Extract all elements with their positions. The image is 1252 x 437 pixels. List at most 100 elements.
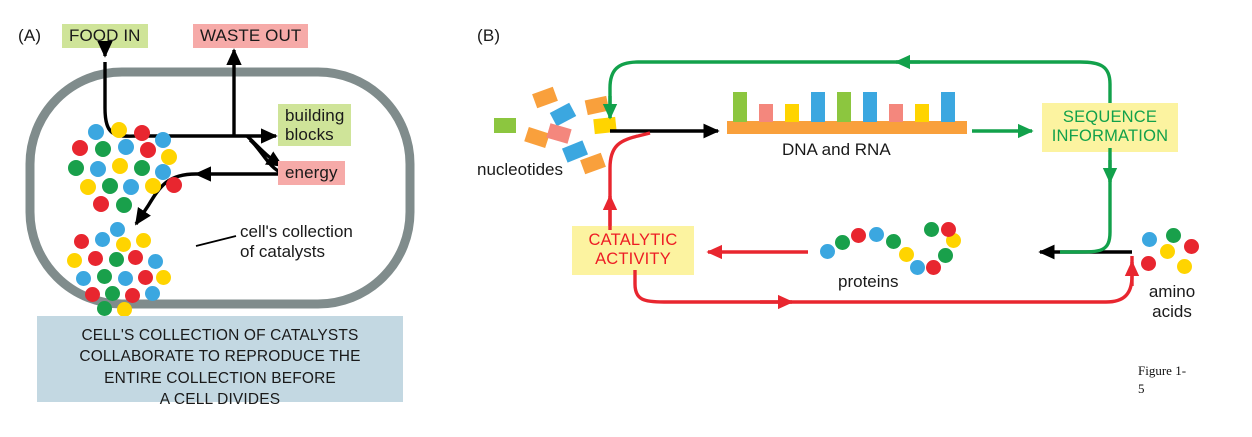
catalyst-dot — [76, 271, 91, 286]
dna-base — [811, 92, 825, 122]
catalyst-dot — [161, 149, 177, 165]
catalyst-dot — [118, 271, 133, 286]
catalyst-dot — [145, 178, 161, 194]
catalyst-dot — [110, 222, 125, 237]
catalyst-dot — [112, 158, 128, 174]
catalyst-dot — [148, 254, 163, 269]
amino-acid-dot — [1184, 239, 1199, 254]
catalyst-dot — [145, 286, 160, 301]
catalyst-dot — [125, 288, 140, 303]
catalyst-dot — [68, 160, 84, 176]
waste-out-label: WASTE OUT — [193, 24, 309, 49]
protein-residue-dot — [851, 228, 866, 243]
catalyst-dot — [138, 270, 153, 285]
amino-acid-dot — [1160, 244, 1175, 259]
protein-residue-dot — [835, 235, 850, 250]
catalytic-line2: ACTIVITY — [595, 250, 671, 269]
protein-residue-dot — [869, 227, 884, 242]
energy-label: energy — [278, 161, 345, 186]
dna-backbone — [727, 121, 967, 134]
protein-residue-dot — [899, 247, 914, 262]
panel-a-letter: (A) — [18, 26, 42, 45]
dna-rna-graphic — [727, 86, 967, 134]
catalyst-dot — [102, 178, 118, 194]
catalyst-dot — [155, 132, 171, 148]
catalyst-dot — [111, 122, 127, 138]
catalyst-dot — [123, 179, 139, 195]
catalyst-dot — [136, 233, 151, 248]
catalyst-dot — [166, 177, 182, 193]
building-blocks-line1: building — [285, 106, 345, 125]
catalytic-activity-box: CATALYTIC ACTIVITY — [572, 226, 694, 276]
dna-base — [759, 104, 773, 122]
catalyst-dot — [97, 269, 112, 284]
nucleotides-graphic — [486, 82, 636, 182]
protein-residue-dot — [910, 260, 925, 275]
panel-b-letter: (B) — [477, 26, 501, 45]
nucleotide-piece — [494, 118, 516, 133]
upper-catalyst-cluster — [62, 122, 192, 214]
amino-acid-dot — [1166, 228, 1181, 243]
catalyst-dot — [97, 301, 112, 316]
amino-acid-dot — [1142, 232, 1157, 247]
protein-residue-dot — [938, 248, 953, 263]
catalyst-dot — [88, 251, 103, 266]
protein-residue-dot — [886, 234, 901, 249]
arrow-green-top-loop — [608, 60, 1112, 118]
dna-base — [733, 92, 747, 122]
protein-residue-dot — [924, 222, 939, 237]
arrow-to-catalysts — [134, 172, 197, 226]
catalyst-dot — [95, 232, 110, 247]
dna-base — [941, 92, 955, 122]
catalyst-dot — [95, 141, 111, 157]
catalysts-line2: of catalysts — [240, 242, 326, 262]
dna-rna-label: DNA and RNA — [782, 140, 891, 159]
catalysts-label: cell's collection of catalysts — [240, 222, 353, 262]
nucleotides-label: nucleotides — [477, 160, 564, 179]
catalyst-dot — [155, 164, 171, 180]
catalyst-dot — [72, 140, 88, 156]
dna-bases — [727, 86, 967, 122]
building-blocks-label: building blocks — [278, 104, 352, 147]
catalytic-line1: CATALYTIC — [588, 231, 678, 249]
catalyst-dot — [134, 125, 150, 141]
protein-residue-dot — [926, 260, 941, 275]
amino-line1: amino — [1148, 282, 1196, 301]
arrow-sequence-to-proteins — [1060, 148, 1112, 254]
catalysts-leader-line — [195, 235, 237, 247]
lower-catalyst-cluster — [66, 222, 186, 318]
catalyst-dot — [90, 161, 106, 177]
food-in-label: FOOD IN — [62, 24, 148, 49]
catalyst-dot — [134, 160, 150, 176]
catalyst-dot — [118, 139, 134, 155]
cell-membrane — [25, 67, 415, 309]
amino-acid-dot — [1177, 259, 1192, 274]
protein-residue-dot — [820, 244, 835, 259]
catalyst-dot — [116, 197, 132, 213]
dna-base — [915, 104, 929, 122]
catalyst-dot — [85, 287, 100, 302]
building-blocks-line2: blocks — [285, 125, 334, 145]
amino-acid-dot — [1141, 256, 1156, 271]
amino-acids-graphic — [1140, 228, 1204, 276]
catalyst-dot — [109, 252, 124, 267]
catalyst-dot — [67, 253, 82, 268]
catalyst-dot — [74, 234, 89, 249]
caption-line-2: ENTIRE COLLECTION BEFORE — [104, 369, 336, 387]
catalyst-dot — [80, 179, 96, 195]
figure-caption-ref: Figure 1-5 — [1138, 363, 1187, 396]
catalyst-dot — [88, 124, 104, 140]
catalyst-dot — [128, 250, 143, 265]
protein-residue-dot — [941, 222, 956, 237]
catalyst-dot — [93, 196, 109, 212]
dna-base — [863, 92, 877, 122]
catalyst-dot — [117, 302, 132, 317]
catalyst-dot — [140, 142, 156, 158]
amino-acids-label: amino acids — [1132, 282, 1212, 322]
caption-line-1: COLLABORATE TO REPRODUCE THE — [79, 348, 361, 366]
sequence-information-box: SEQUENCE INFORMATION — [1042, 103, 1178, 153]
amino-line2: acids — [1152, 302, 1192, 322]
arrow-red-bottom-loop — [633, 256, 1134, 304]
